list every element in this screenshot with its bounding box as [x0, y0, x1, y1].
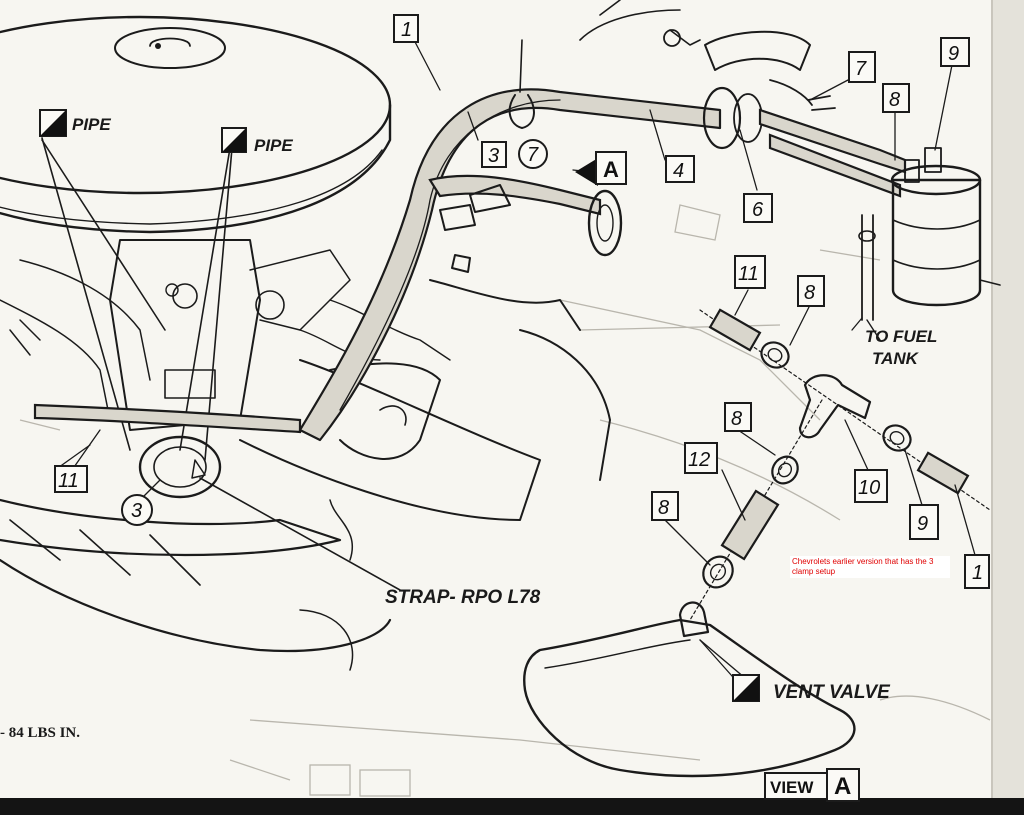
callout-1-top: 1 — [393, 14, 419, 43]
annotation-note-wrap: Chevrolets earlier version that has the … — [792, 557, 934, 576]
torque-spec: - 84 LBS IN. — [0, 725, 80, 741]
callout-3-circle: 3 — [121, 494, 153, 526]
annotation-note: Chevrolets earlier version that has the … — [792, 557, 934, 576]
svg-text:12: 12 — [688, 449, 710, 471]
callout-12: 12 — [684, 442, 718, 474]
callout-3-hose: 3 — [481, 141, 507, 168]
svg-text:11: 11 — [738, 263, 759, 285]
svg-text:10: 10 — [858, 477, 880, 499]
callout-7-box: 7 — [848, 51, 876, 83]
svg-text:8: 8 — [804, 282, 815, 304]
leader-lines — [71, 39, 976, 686]
view-a-arrow: A — [575, 151, 627, 186]
pipe-symbol-right — [221, 127, 247, 153]
callout-9-top: 9 — [940, 37, 970, 67]
arrow-letter-a: A — [603, 157, 619, 182]
callout-8-a: 8 — [797, 275, 825, 307]
svg-text:4: 4 — [673, 160, 684, 182]
carburetor-engine — [0, 137, 451, 591]
svg-text:8: 8 — [731, 408, 742, 430]
callout-8-b: 8 — [724, 402, 752, 432]
exploded-hose-assembly — [523, 308, 991, 778]
view-letter: A — [834, 773, 851, 800]
svg-text:7: 7 — [855, 58, 867, 80]
annotation-background — [790, 556, 950, 578]
svg-text:1: 1 — [401, 19, 412, 41]
svg-text:7: 7 — [527, 144, 539, 166]
pipe-symbol-left — [39, 109, 67, 137]
svg-text:6: 6 — [752, 199, 764, 221]
callout-1-bottom: 1 — [964, 554, 990, 589]
callout-8-c: 8 — [651, 491, 679, 521]
vapor-canister — [858, 147, 1001, 341]
bottom-frame — [0, 798, 1024, 815]
air-cleaner — [0, 15, 392, 234]
callout-11-left: 11 — [54, 465, 88, 493]
to-fuel-tank-label-line2: TANK — [872, 349, 920, 368]
page-edge — [992, 0, 1024, 800]
svg-text:8: 8 — [889, 89, 900, 111]
callout-7-circle: 7 — [518, 139, 548, 169]
strap-label: STRAP- RPO L78 — [385, 587, 541, 608]
svg-text:1: 1 — [972, 562, 983, 584]
to-fuel-tank-label-line1: TO FUEL — [865, 327, 937, 346]
intake-valve-cover — [0, 279, 611, 671]
view-a-caption: VIEW A — [764, 768, 860, 802]
callout-6: 6 — [743, 193, 773, 223]
callout-9-bottom: 9 — [909, 504, 939, 540]
svg-text:9: 9 — [917, 513, 928, 535]
vent-hose-routing — [298, 0, 907, 442]
svg-text:9: 9 — [948, 43, 959, 65]
svg-text:3: 3 — [488, 145, 499, 167]
callout-8-top: 8 — [882, 83, 910, 113]
callout-11-exploded: 11 — [734, 255, 766, 289]
vent-valve-label: VENT VALVE — [773, 682, 891, 703]
svg-text:11: 11 — [58, 470, 79, 492]
callout-4: 4 — [665, 155, 695, 183]
pipe-label-left: PIPE — [72, 115, 111, 134]
callout-10: 10 — [854, 469, 888, 503]
svg-text:3: 3 — [131, 500, 142, 522]
svg-text:8: 8 — [658, 497, 669, 519]
vent-valve-symbol — [732, 674, 760, 702]
pipe-label-right: PIPE — [254, 136, 293, 155]
background-bleed — [19, 204, 991, 797]
view-word: VIEW — [770, 778, 814, 797]
